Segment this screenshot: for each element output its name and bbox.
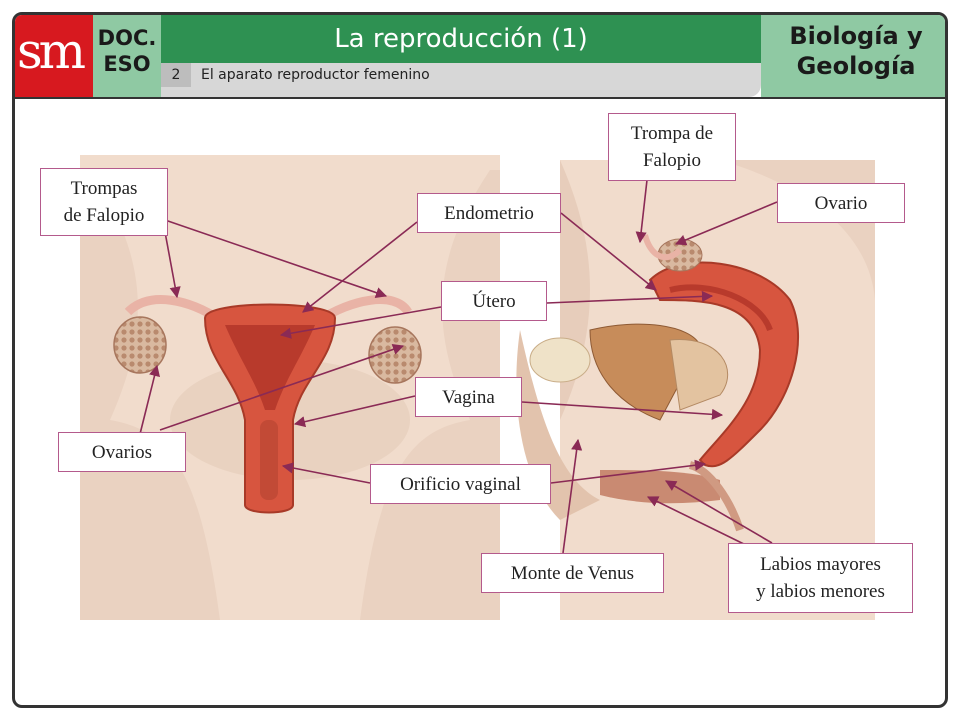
- label-labios: Labios mayores y labios menores: [728, 543, 913, 613]
- doc-badge: DOC. ESO: [93, 15, 161, 97]
- left-ovary: [113, 316, 167, 374]
- section-title: El aparato reproductor femenino: [201, 67, 430, 83]
- sm-logo: sm: [15, 15, 93, 97]
- label-monte-de-venus: Monte de Venus: [481, 553, 664, 593]
- subject-badge: Biología y Geología: [761, 15, 945, 97]
- pointer-arrows: [139, 179, 778, 554]
- right-ovary: [368, 326, 422, 384]
- doc-line2: ESO: [103, 52, 151, 76]
- label-line: de Falopio: [63, 205, 145, 226]
- uterine-cavity: [225, 325, 315, 410]
- header-divider: [15, 97, 945, 99]
- label-vagina: Vagina: [415, 377, 522, 417]
- logo-text: sm: [17, 22, 86, 80]
- label-endometrio: Endometrio: [417, 193, 561, 233]
- header: sm DOC. ESO La reproducción (1) 2 El apa…: [15, 15, 945, 97]
- section-band: 2 El aparato reproductor femenino: [161, 63, 761, 97]
- label-ovarios: Ovarios: [58, 432, 186, 472]
- page-title: La reproducción (1): [161, 15, 761, 63]
- label-trompas-de-falopio: Trompas de Falopio: [40, 168, 168, 236]
- label-line: y labios menores: [756, 581, 885, 602]
- label-line: Labios mayores: [760, 554, 881, 575]
- label-utero: Útero: [441, 281, 547, 321]
- label-line: Trompa de: [630, 123, 714, 144]
- subject-line1: Biología y: [789, 22, 923, 50]
- label-line: Falopio: [642, 150, 702, 171]
- vaginal-canal: [260, 420, 278, 500]
- label-line: Trompas: [70, 178, 138, 199]
- bladder-inner: [669, 339, 729, 411]
- label-ovario: Ovario: [777, 183, 905, 223]
- doc-line1: DOC.: [97, 26, 157, 50]
- label-trompa-de-falopio: Trompa de Falopio: [608, 113, 736, 181]
- label-orificio-vaginal: Orificio vaginal: [370, 464, 551, 504]
- section-number: 2: [161, 63, 191, 87]
- subject-line2: Geología: [796, 52, 916, 80]
